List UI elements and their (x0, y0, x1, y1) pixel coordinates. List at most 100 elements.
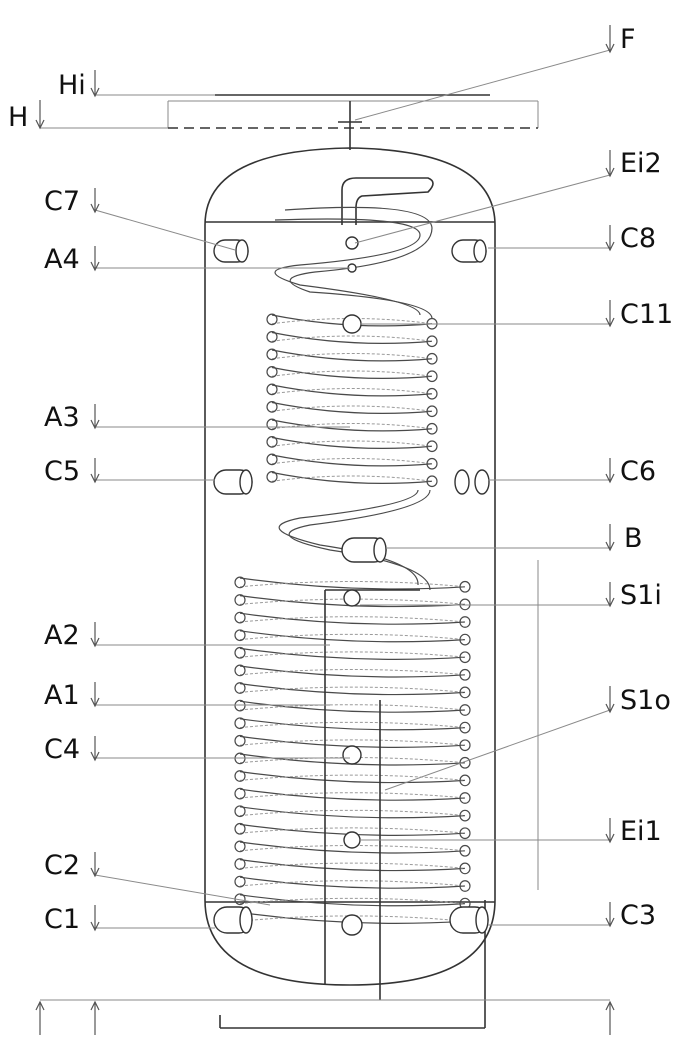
arrow-a4 (90, 246, 100, 272)
nozzle-c11 (342, 314, 362, 334)
coil-turn-edge (459, 809, 471, 822)
coil-turn-edge (426, 475, 438, 488)
nozzle-c7 (213, 239, 249, 263)
nozzles (213, 236, 490, 936)
coil-turn-front (239, 612, 466, 625)
top-insulation-cover (167, 94, 539, 150)
coil-turn-back (271, 370, 433, 377)
coil-turn-edge (266, 401, 278, 413)
coil-turn-front (239, 647, 466, 660)
coil-turn-edge (459, 862, 471, 875)
coil-turn-edge (459, 844, 471, 857)
dimension-arrows (35, 25, 615, 1035)
label-f: F (620, 24, 636, 55)
coil-turn-edge (459, 721, 471, 734)
label-a3: A3 (44, 402, 80, 433)
coil-turn-back (271, 475, 433, 482)
nozzle-bottom (341, 914, 363, 936)
coil-turn-edge (459, 580, 471, 593)
coil-turn-edge (266, 436, 278, 448)
coil-turn-back (239, 792, 466, 799)
label-c1: C1 (44, 904, 80, 935)
nozzle-c4 (342, 745, 362, 765)
arrow-c1 (90, 905, 100, 932)
arrow-ei2 (605, 150, 615, 178)
arrow-c3 (605, 902, 615, 928)
coil-turn-edge (234, 822, 246, 835)
coil-turn-edge (234, 699, 246, 712)
coil-turn-edge (426, 335, 438, 348)
coil-turn-edge (234, 576, 246, 589)
label-c7: C7 (44, 186, 80, 217)
coil-turn-edge (234, 858, 246, 870)
top-pipe (341, 177, 434, 225)
coil-turn-edge (459, 686, 471, 699)
coil-turn-back (239, 809, 466, 817)
coil-turn-back (239, 827, 466, 834)
coil-turn-back (239, 704, 466, 711)
coil-turn-back (239, 669, 466, 676)
coil-turn-front (271, 384, 433, 397)
coil-turn-edge (234, 787, 246, 800)
nozzle-b (341, 537, 387, 563)
nozzle-c5 (213, 469, 253, 495)
coil-turn-front (239, 788, 466, 801)
arrow-c6 (605, 458, 615, 484)
coil-turn-edge (266, 331, 278, 343)
label-a1: A1 (44, 680, 80, 711)
coil-turn-front (239, 841, 466, 854)
label-h: H (8, 102, 28, 133)
coil-turn-edge (426, 422, 438, 435)
arrow-s1o (605, 686, 615, 714)
arrow-c2 (90, 852, 100, 878)
coil-turn-edge (459, 633, 471, 646)
coil-turn-edge (426, 352, 438, 365)
coil-turn-edge (234, 611, 246, 624)
label-c6: C6 (620, 456, 656, 487)
coil-turn-back (239, 581, 466, 588)
arrow-s1i (605, 582, 615, 608)
coil-turn-edge (234, 875, 246, 888)
coil-turn-back (239, 880, 466, 887)
coil-turn-front (239, 665, 466, 678)
coil-turn-front (239, 577, 466, 590)
coil-turn-front (239, 683, 466, 696)
label-b: B (624, 523, 643, 554)
tank-body (204, 147, 496, 986)
coil-turn-back (271, 458, 433, 465)
coil-turn-front (239, 718, 466, 731)
arrow-base-left-inner (90, 1000, 100, 1035)
arrow-c7 (90, 188, 100, 214)
coil-turn-back (271, 423, 433, 430)
coil-turn-edge (266, 313, 278, 326)
label-a4: A4 (44, 244, 80, 275)
coil-turn-edge (459, 774, 471, 787)
coil-turn-edge (266, 453, 278, 466)
coil-turn-back (271, 440, 433, 447)
coil-turn-edge (234, 840, 246, 853)
coil-turn-front (239, 894, 466, 907)
coil-turn-edge (459, 827, 471, 840)
nozzle-s1i (343, 589, 361, 607)
arrow-hi (90, 70, 100, 98)
coil-turn-back (239, 686, 466, 693)
label-c3: C3 (620, 900, 656, 931)
labels: F Hi H C7 Ei2 A4 C8 C11 A3 C5 C6 B S1i A… (8, 24, 673, 935)
label-c4: C4 (44, 734, 80, 765)
coil-turn-edge (426, 370, 438, 383)
arrow-b (605, 524, 615, 552)
coil-turn-edge (234, 805, 246, 818)
coil-turn-back (239, 616, 466, 623)
arrow-ei1 (605, 818, 615, 844)
upper-coil (266, 313, 438, 488)
coil-turn-edge (426, 387, 438, 400)
coil-turn-edge (266, 418, 278, 431)
label-ei2: Ei2 (620, 148, 662, 179)
coil-turn-front (271, 471, 433, 485)
label-a2: A2 (44, 620, 80, 651)
arrow-c4 (90, 736, 100, 762)
coil-turn-front (239, 771, 466, 784)
coil-turn-front (271, 401, 433, 415)
coil-turn-edge (459, 598, 471, 611)
